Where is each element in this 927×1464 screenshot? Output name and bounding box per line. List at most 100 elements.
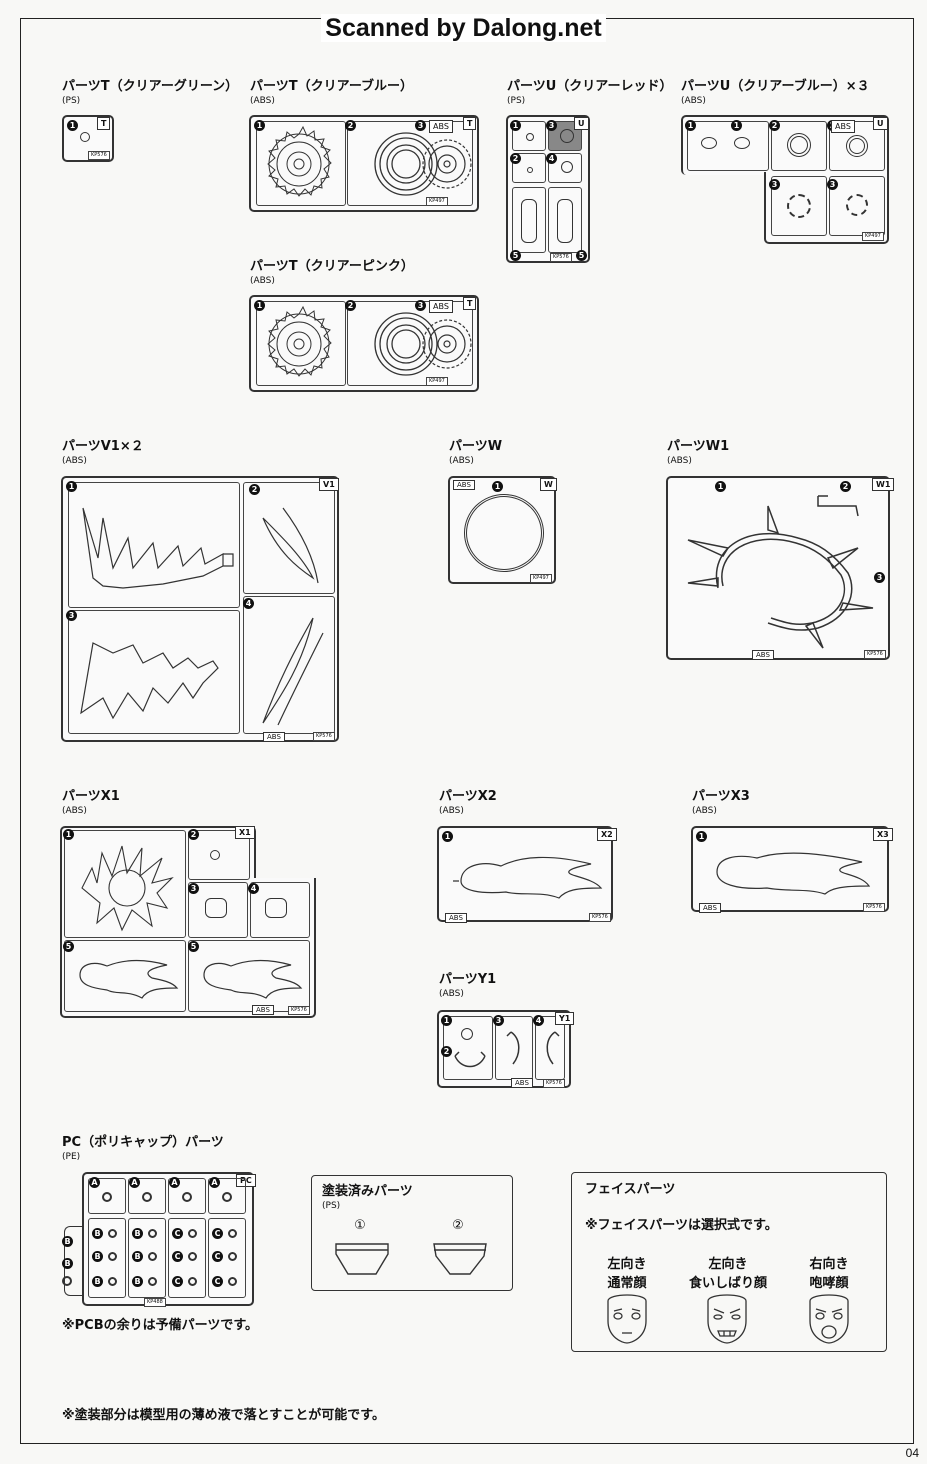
pc-letter: B bbox=[132, 1276, 143, 1287]
part-number: 1 bbox=[442, 831, 453, 842]
part-number: 2 bbox=[188, 829, 199, 840]
face-caption: 右向き 咆哮顔 bbox=[794, 1253, 864, 1291]
part-peg bbox=[560, 129, 574, 143]
material-tag: ABS bbox=[429, 120, 453, 133]
part-number: 1 bbox=[254, 300, 265, 311]
runner-letter: Y1 bbox=[555, 1012, 575, 1025]
v1-runner: 1 2 3 4 V1 ABS KP576 bbox=[61, 476, 339, 742]
part-number: 1 bbox=[715, 481, 726, 492]
runner-code: KP576 bbox=[288, 1006, 310, 1015]
runner-letter: T bbox=[97, 117, 111, 130]
part-number: 2 bbox=[769, 120, 780, 131]
part-number: 4 bbox=[248, 883, 259, 894]
part-cell bbox=[128, 1178, 166, 1214]
face-roar-part bbox=[809, 1294, 849, 1344]
t-green-label: パーツT（クリアーグリーン） bbox=[62, 79, 239, 94]
face-clench-part bbox=[707, 1294, 747, 1344]
part-cell bbox=[512, 121, 546, 151]
x2-label: パーツX2 bbox=[439, 789, 497, 804]
part-gear bbox=[787, 194, 811, 218]
part-number: 2 bbox=[441, 1046, 452, 1057]
pc-letter: B bbox=[92, 1228, 103, 1239]
part-cell bbox=[168, 1218, 206, 1298]
t-blue-label: パーツT（クリアーブルー） bbox=[250, 79, 414, 94]
part-hand bbox=[205, 898, 227, 918]
runner-letter: X3 bbox=[873, 828, 893, 841]
t-green-runner: 1 T KP576 bbox=[62, 115, 114, 162]
t-blue-runner: 1 2 3 ABS T KP497 bbox=[249, 115, 479, 212]
blade-part bbox=[262, 507, 319, 584]
part-number: 5 bbox=[510, 250, 521, 261]
pc-material: (PE) bbox=[62, 1152, 81, 1162]
pc-letter: B bbox=[62, 1236, 73, 1247]
part-cell bbox=[188, 830, 250, 880]
footer-note: ※塗装部分は模型用の薄め液で落とすことが可能です。 bbox=[62, 1408, 385, 1423]
part-gear bbox=[846, 194, 868, 216]
u-red-label: パーツU（クリアーレッド） bbox=[507, 79, 673, 94]
part-cell bbox=[771, 176, 827, 236]
material-tag: ABS bbox=[752, 650, 774, 660]
part-number: 5 bbox=[576, 250, 587, 261]
part-number: 5 bbox=[188, 941, 199, 952]
part-number: 4 bbox=[243, 598, 254, 609]
chrysanthemum-part bbox=[267, 125, 332, 197]
spiked-ring-part bbox=[687, 495, 874, 649]
sun-flame-part bbox=[81, 845, 174, 932]
pc-peg bbox=[222, 1192, 232, 1202]
part-number: 4 bbox=[533, 1015, 544, 1026]
w1-label: パーツW1 bbox=[667, 439, 730, 454]
pc-peg bbox=[142, 1192, 152, 1202]
part-number: 1 bbox=[441, 1015, 452, 1026]
runner-code: KP497 bbox=[862, 232, 884, 241]
flame-spike-part bbox=[80, 642, 219, 720]
pc-peg bbox=[182, 1192, 192, 1202]
part-cell bbox=[243, 596, 335, 734]
briefs-part bbox=[433, 1243, 487, 1275]
part-number: 2 bbox=[510, 153, 521, 164]
x1-label: パーツX1 bbox=[62, 789, 120, 804]
pc-letter: B bbox=[62, 1258, 73, 1269]
pc-peg bbox=[188, 1229, 197, 1238]
pc-letter: C bbox=[212, 1251, 223, 1262]
hook-part bbox=[506, 1031, 520, 1065]
y1-label: パーツY1 bbox=[439, 972, 497, 987]
part-cell bbox=[256, 301, 346, 386]
face-caption: 左向き 食いしばり顔 bbox=[680, 1253, 776, 1291]
pc-letter: C bbox=[212, 1276, 223, 1287]
part-cell bbox=[88, 1178, 126, 1214]
w-material: (ABS) bbox=[449, 456, 474, 466]
part-number: 1 bbox=[696, 831, 707, 842]
w-label: パーツW bbox=[449, 439, 503, 454]
face-caption-line: 通常顔 bbox=[607, 1276, 647, 1291]
part-number: 3 bbox=[415, 300, 426, 311]
scan-credit: Scanned by Dalong.net bbox=[0, 14, 927, 43]
painted-item-label: ① bbox=[354, 1218, 366, 1233]
material-tag: ABS bbox=[263, 732, 285, 742]
t-pink-runner: 1 2 3 ABS T KP497 bbox=[249, 295, 479, 392]
face-caption-line: 食いしばり顔 bbox=[688, 1276, 767, 1291]
runner-letter: X2 bbox=[597, 828, 617, 841]
ring-part bbox=[374, 132, 438, 196]
flame-part bbox=[716, 852, 871, 895]
part-number: 3 bbox=[493, 1015, 504, 1026]
flame-spike-part bbox=[82, 507, 234, 589]
painted-parts-title: 塗装済みパーツ bbox=[322, 1184, 413, 1199]
runner-code: KP576 bbox=[88, 151, 110, 160]
part-cell bbox=[208, 1218, 246, 1298]
face-caption: 左向き 通常顔 bbox=[592, 1253, 662, 1291]
part-cell bbox=[68, 610, 240, 734]
pc-peg bbox=[102, 1192, 112, 1202]
pc-peg bbox=[188, 1277, 197, 1286]
part-cell bbox=[771, 121, 827, 171]
pc-letter: B bbox=[132, 1228, 143, 1239]
material-tag: ABS bbox=[699, 903, 721, 913]
runner-letter: U bbox=[574, 117, 589, 130]
part-number: 1 bbox=[492, 481, 503, 492]
part-number: 3 bbox=[827, 179, 838, 190]
x3-material: (ABS) bbox=[692, 806, 717, 816]
material-tag: ABS bbox=[831, 120, 855, 133]
painted-parts-material: (PS) bbox=[322, 1201, 341, 1211]
pc-peg bbox=[228, 1277, 237, 1286]
part-cell bbox=[68, 482, 240, 608]
part-cell bbox=[243, 482, 335, 594]
